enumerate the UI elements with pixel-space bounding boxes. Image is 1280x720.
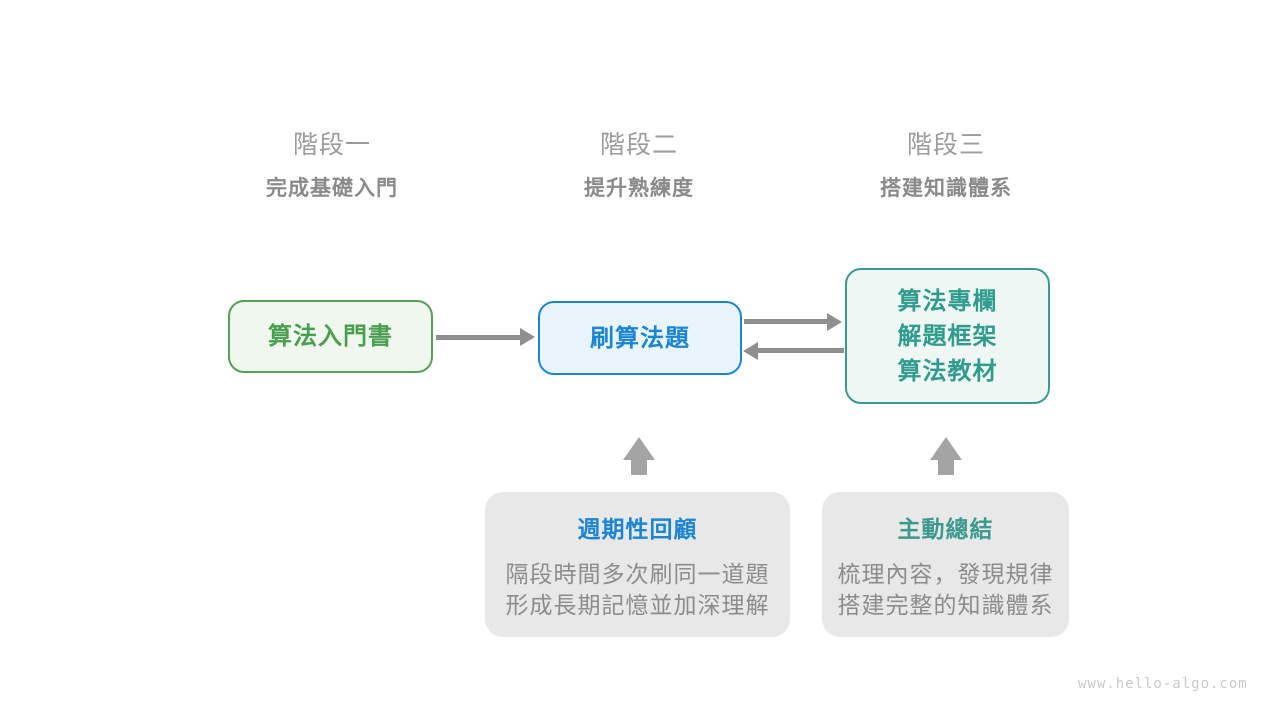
stage-3-label: 階段三: [906, 131, 985, 159]
stage-2-subtitle: 提升熟練度: [584, 177, 694, 200]
up-arrow-review-stem: [631, 459, 647, 475]
node-resources-line-3: 算法教材: [897, 357, 998, 385]
stage-2-header: 階段二 提升熟練度: [489, 130, 789, 202]
up-arrow-review-icon: [623, 437, 655, 460]
arrow-resources-to-practice-head-icon: [743, 342, 758, 360]
node-intro-book: 算法入門書: [228, 300, 433, 373]
up-arrow-summary-icon: [930, 437, 962, 460]
stage-2-label: 階段二: [599, 131, 678, 159]
callout-active-summary-line-1: 梳理內容，發現規律: [837, 561, 1054, 587]
node-resources-line-1: 算法專欄: [897, 287, 998, 315]
stage-3-subtitle: 搭建知識體系: [880, 177, 1012, 200]
node-intro-book-label: 算法入門書: [268, 323, 393, 350]
node-practice-problems: 刷算法題: [538, 301, 742, 375]
callout-periodic-review-title: 週期性回顧: [577, 516, 698, 542]
arrow-practice-to-resources-head-icon: [827, 313, 842, 331]
arrow-book-to-practice-line: [436, 335, 521, 340]
stage-1-header: 階段一 完成基礎入門: [182, 130, 482, 202]
watermark: www.hello-algo.com: [1078, 676, 1248, 692]
callout-active-summary-line-2: 搭建完整的知識體系: [837, 592, 1054, 618]
stage-3-header: 階段三 搭建知識體系: [796, 130, 1096, 202]
callout-active-summary-body: 梳理內容，發現規律 搭建完整的知識體系: [822, 559, 1069, 621]
callout-active-summary: 主動總結 梳理內容，發現規律 搭建完整的知識體系: [822, 492, 1069, 637]
callout-active-summary-title: 主動總結: [897, 516, 994, 542]
stage-1-subtitle: 完成基礎入門: [266, 177, 398, 200]
arrow-book-to-practice-head-icon: [520, 328, 535, 346]
up-arrow-summary-stem: [938, 459, 954, 475]
callout-periodic-review-body: 隔段時間多次刷同一道題 形成長期記憶並加深理解: [485, 559, 790, 621]
stage-1-label: 階段一: [292, 131, 371, 159]
arrow-resources-to-practice-line: [757, 348, 844, 353]
arrow-practice-to-resources-line: [744, 319, 828, 324]
node-resources-line-2: 解題框架: [897, 322, 998, 350]
callout-periodic-review-line-2: 形成長期記憶並加深理解: [505, 592, 770, 618]
callout-periodic-review: 週期性回顧 隔段時間多次刷同一道題 形成長期記憶並加深理解: [485, 492, 790, 637]
node-knowledge-resources: 算法專欄 解題框架 算法教材: [845, 268, 1050, 404]
node-practice-problems-label: 刷算法題: [590, 324, 690, 352]
callout-periodic-review-line-1: 隔段時間多次刷同一道題: [505, 561, 770, 587]
